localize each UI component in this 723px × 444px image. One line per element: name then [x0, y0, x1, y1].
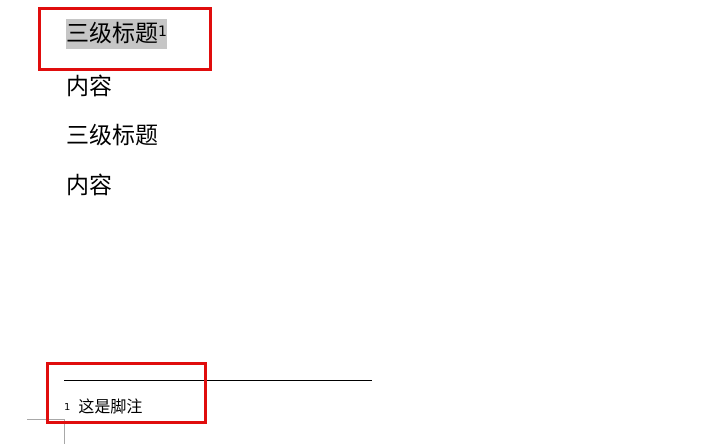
heading-paragraph-1[interactable]: 三级标题1 — [66, 19, 167, 49]
content-paragraph-2[interactable]: 内容 — [66, 173, 112, 199]
annotation-box-heading — [38, 7, 212, 71]
content-paragraph-1[interactable]: 内容 — [66, 74, 112, 100]
heading-text: 三级标题 — [66, 21, 158, 47]
footnote-separator — [64, 380, 372, 381]
footnote-reference[interactable]: 1 — [158, 24, 167, 40]
footnote-number: 1 — [64, 402, 71, 413]
footnote-1[interactable]: 1 这是脚注 — [64, 397, 142, 417]
footnote-text: 这是脚注 — [78, 397, 143, 416]
annotation-box-footnote — [46, 362, 207, 424]
margin-corner-mark-vertical — [64, 419, 65, 444]
margin-corner-mark-horizontal — [27, 419, 64, 420]
heading-paragraph-2[interactable]: 三级标题 — [66, 123, 158, 149]
selected-heading-text[interactable]: 三级标题1 — [66, 19, 167, 49]
